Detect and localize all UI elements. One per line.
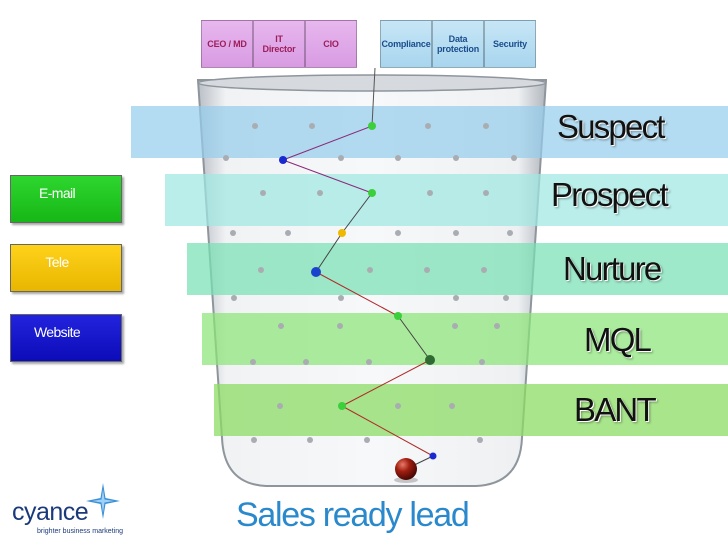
channel-tele: Tele — [10, 244, 122, 292]
node-blue — [429, 452, 437, 460]
band-prospect — [165, 174, 728, 226]
stage-label-suspect: Suspect — [557, 108, 665, 145]
channel-website: Website — [10, 314, 122, 362]
band-nurture — [187, 243, 728, 295]
lead-path — [282, 67, 434, 470]
node-dark-green — [425, 355, 435, 365]
cyance-logo-text: cyance — [12, 498, 89, 526]
stage-label-prospect: Prospect — [551, 176, 669, 213]
logo-tagline: brighter business marketing — [37, 528, 123, 535]
node-blue — [311, 267, 321, 277]
node-yellow — [338, 229, 346, 237]
path-nodes — [279, 122, 437, 460]
channel-email: E-mail — [10, 175, 122, 223]
node-green — [368, 122, 376, 130]
peg-grid — [223, 123, 517, 443]
role-it-director: IT Director — [253, 20, 305, 68]
stage-label-bant: BANT — [574, 391, 657, 428]
band-bant — [214, 384, 728, 436]
stage-label-mql: MQL — [584, 321, 652, 358]
node-green — [394, 312, 402, 320]
role-ceo-md: CEO / MD — [201, 20, 253, 68]
stage-label-nurture: Nurture — [563, 250, 662, 287]
role-data-protection: Data protection — [432, 20, 484, 68]
role-compliance: Compliance — [380, 20, 432, 68]
lead-ball — [394, 458, 418, 483]
star-logo-icon — [86, 483, 120, 519]
role-security: Security — [484, 20, 536, 68]
sales-ready-lead-label: Sales ready lead — [236, 496, 470, 534]
band-mql — [202, 313, 728, 365]
node-green — [338, 402, 346, 410]
role-cio: CIO — [305, 20, 357, 68]
node-blue — [279, 156, 287, 164]
band-suspect — [131, 106, 728, 158]
node-green — [368, 189, 376, 197]
